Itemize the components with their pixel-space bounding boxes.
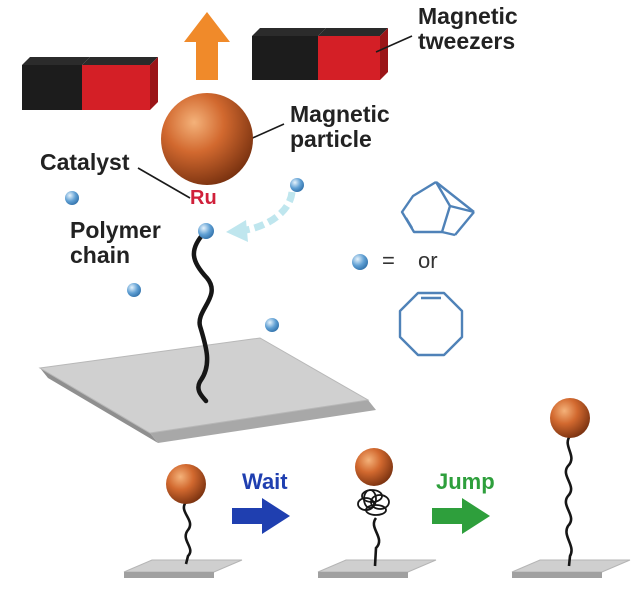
catalyst-label: Catalyst [40, 149, 130, 175]
polymer-chain-step3 [564, 435, 573, 567]
polymer-chain-step2 [372, 517, 381, 567]
monomer-dot [65, 191, 79, 205]
magnet-right-black-face [252, 36, 318, 80]
magnetic-particle-label-line2: particle [290, 125, 372, 152]
particle-step3 [550, 398, 590, 438]
magnetic-tweezers-label-line2: tweezers [418, 27, 516, 54]
ru-label: Ru [190, 187, 217, 209]
polymer-coil [357, 489, 390, 516]
magnet-left [22, 57, 158, 110]
monomer-dot-catalyst [198, 223, 214, 239]
leader-line-tweezers [375, 35, 413, 53]
step-before [123, 464, 243, 578]
magnet-right-red-top [318, 28, 388, 36]
dashed-curved-arrow-icon [226, 191, 296, 242]
polymer-chain-label-line1: Polymer [70, 217, 161, 243]
wait-label: Wait [242, 469, 288, 494]
leader-line-catalyst [137, 167, 191, 199]
blue-right-arrow-icon [232, 498, 290, 534]
polymer-chain-main [191, 229, 214, 404]
monomer-dot-legend [352, 254, 368, 270]
or-label: or [418, 248, 438, 273]
magnetic-particle-label: Magnetic particle [290, 102, 390, 152]
monomer-dot [127, 283, 141, 297]
magnet-left-red-face [82, 65, 150, 110]
magnet-left-side [150, 57, 158, 110]
particle-step1 [166, 464, 206, 504]
magnet-right [252, 28, 388, 80]
magnet-right-red-face [318, 36, 380, 80]
up-arrow-icon [184, 12, 230, 80]
leader-line-particle [247, 123, 285, 141]
step-wait [317, 448, 437, 578]
magnet-right-black-top [252, 28, 326, 36]
polymer-chain-label-line2: chain [70, 241, 131, 268]
magnetic-particle-label-line1: Magnetic [290, 101, 390, 127]
magnet-left-black-top [22, 57, 90, 65]
magnet-left-red-top [82, 57, 158, 65]
cyclooctene-molecule-icon [398, 291, 464, 357]
green-right-arrow-icon [432, 498, 490, 534]
polymer-chain-label: Polymer chain [70, 218, 161, 268]
particle-step2 [355, 448, 393, 486]
magnetic-tweezers-label-line1: Magnetic [418, 3, 518, 29]
monomer-dot [290, 178, 304, 192]
polymer-chain-step1 [182, 501, 192, 565]
magnetic-tweezers-label: Magnetic tweezers [418, 4, 518, 54]
step-jump [511, 398, 631, 578]
norbornene-molecule-icon [400, 180, 475, 237]
magnet-left-black-face [22, 65, 82, 110]
jump-label: Jump [436, 469, 495, 494]
magnet-right-side [380, 28, 388, 80]
equals-sign: = [382, 248, 395, 273]
magnetic-particle-icon [161, 93, 253, 185]
monomer-dot [265, 318, 279, 332]
surface-slab-main [38, 337, 376, 443]
